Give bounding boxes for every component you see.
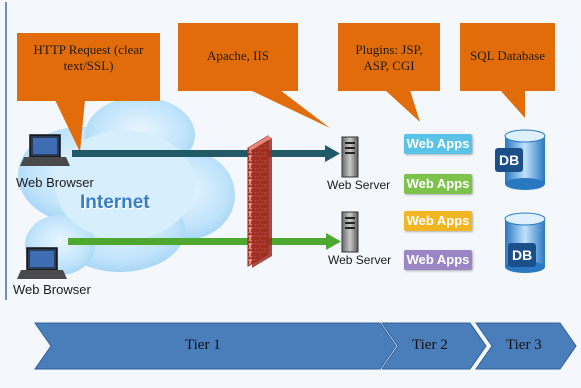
callout-http <box>17 33 160 152</box>
web-browser-label: Web Browser <box>16 175 94 190</box>
web-apps-badge: Web Apps <box>404 250 472 270</box>
db-label: DB <box>512 247 533 263</box>
server-icon <box>341 136 359 178</box>
arrow-bottom <box>68 233 341 250</box>
callout-sql <box>460 23 555 118</box>
tier-2-label: Tier 2 <box>412 337 448 353</box>
web-apps-badge: Web Apps <box>404 174 472 194</box>
callout-plugins <box>338 23 440 122</box>
tier-1-arrow <box>34 322 397 370</box>
db-label: DB <box>499 152 520 168</box>
database-icon <box>495 129 546 190</box>
server-icon <box>341 211 359 253</box>
callout-plugins-text: Plugins: JSP, ASP, CGI <box>355 42 423 74</box>
web-browser-label: Web Browser <box>13 282 91 297</box>
callout-apache <box>178 23 330 128</box>
callout-sql-text: SQL Database <box>470 48 545 63</box>
internet-cloud <box>18 97 235 275</box>
tier-3-label: Tier 3 <box>506 337 542 353</box>
tier-2-arrow <box>381 322 487 370</box>
database-icon <box>504 212 546 273</box>
tier-1-label: Tier 1 <box>185 337 221 353</box>
internet-label: Internet <box>80 192 150 213</box>
firewall-icon <box>247 135 272 268</box>
callout-http-text: HTTP Request (clear text/SSL) <box>33 42 144 74</box>
laptop-icon <box>17 247 67 279</box>
web-server-label: Web Server <box>328 253 392 267</box>
arrow-top <box>72 145 340 162</box>
tier-3-arrow <box>475 322 577 370</box>
callout-apache-text: Apache, IIS <box>206 48 270 63</box>
web-apps-badge: Web Apps <box>404 134 472 154</box>
laptop-icon <box>20 134 70 166</box>
web-apps-badge: Web Apps <box>404 211 472 231</box>
web-server-label: Web Server <box>327 178 391 192</box>
